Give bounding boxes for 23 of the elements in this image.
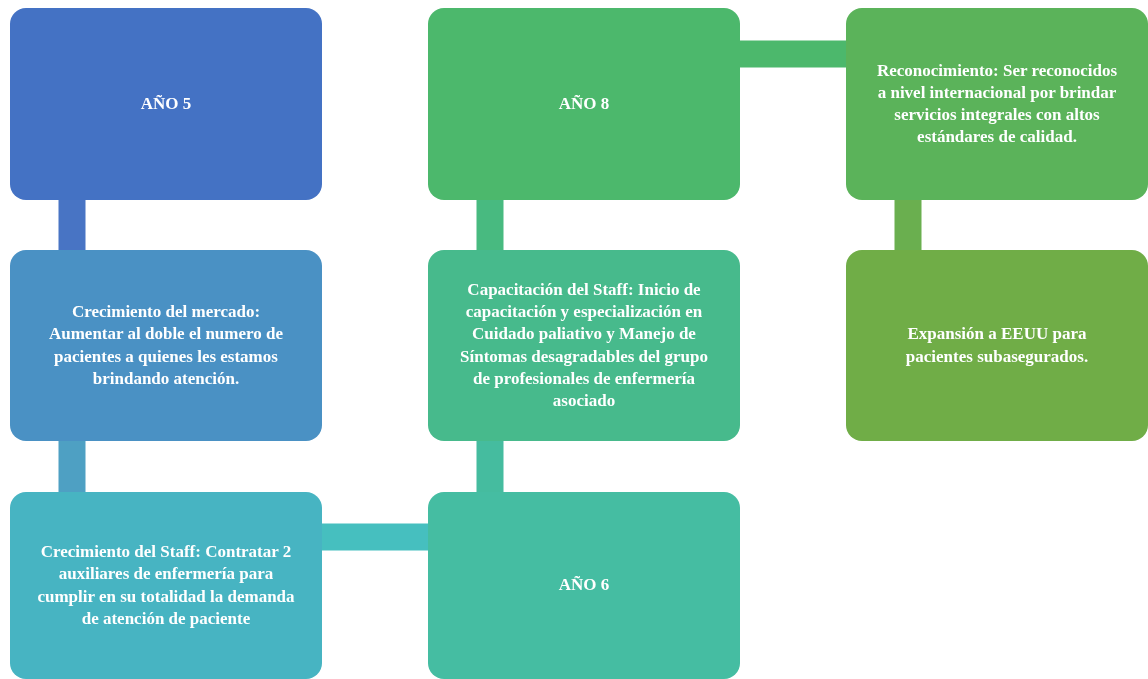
connector-bar xyxy=(476,441,504,492)
box-text: Reconocimiento: Ser reconocidos a nivel internacional por brindar servicios integrales con altos estándares de calidad. xyxy=(875,59,1119,149)
box-text: Expansión a EEUU para pacientes subasegurados. xyxy=(904,323,1090,368)
process-box xyxy=(846,8,1148,200)
process-box xyxy=(846,250,1148,441)
process-box xyxy=(428,492,740,679)
box-text: Crecimiento del Staff: Contratar 2 auxiliares de enfermería para cumplir en su totalidad la demanda de atención de paciente xyxy=(36,541,296,630)
process-box xyxy=(10,8,322,200)
process-box xyxy=(428,8,740,200)
box-text: Capacitación del Staff: Inicio de capacitación y especialización en Cuidado paliativo y Manejo de Síntomas desagradables del grupo de profesionales de enfermería asociado xyxy=(459,279,709,412)
process-box xyxy=(10,250,322,441)
box-text: Crecimiento del mercado: Aumentar al doble el numero de pacientes a quienes les estamos brindando atención. xyxy=(47,301,285,390)
connector-bar xyxy=(322,523,428,551)
box-text: AÑO 5 xyxy=(140,92,192,115)
process-box xyxy=(10,492,322,679)
process-box xyxy=(428,250,740,441)
connector-bar xyxy=(476,200,504,250)
connector-bar xyxy=(894,200,922,250)
connector-bar xyxy=(740,40,846,68)
connector-bar xyxy=(58,200,86,250)
connector-bar xyxy=(58,441,86,492)
box-text: AÑO 6 xyxy=(558,574,610,597)
box-text: AÑO 8 xyxy=(558,92,610,115)
